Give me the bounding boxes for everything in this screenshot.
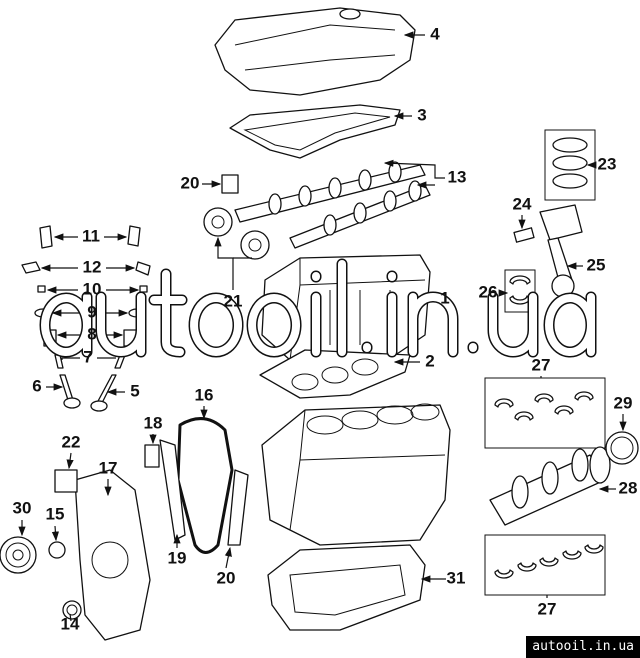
callout-25: 25 [587, 255, 606, 274]
oil-pan [267, 544, 426, 631]
crankshaft [489, 446, 611, 526]
chain-guide [227, 469, 249, 546]
callout-14: 14 [61, 614, 80, 633]
callout-5: 5 [130, 381, 139, 400]
callout-11: 11 [82, 226, 100, 245]
crankshaft-rear-seal [605, 431, 639, 465]
callout-23: 23 [598, 154, 617, 173]
crank-sprocket [48, 541, 66, 559]
piston-rings [544, 129, 596, 201]
callout-3: 3 [417, 105, 426, 124]
chain-tensioner-guide [159, 439, 186, 541]
callout-18: 18 [144, 413, 163, 432]
callout-31: 31 [447, 568, 466, 587]
callout-21: 21 [224, 291, 243, 310]
main-bearings-lower [484, 534, 606, 596]
callout-10: 10 [83, 279, 102, 298]
oil-pump-solenoid [54, 469, 78, 493]
chain-tensioner [144, 444, 160, 468]
callout-1: 1 [440, 288, 449, 307]
callout-20-lower: 20 [217, 568, 236, 587]
callout-4: 4 [430, 24, 440, 43]
timing-cover [74, 469, 151, 641]
callout-numbers: 4 3 13 23 20 24 25 11 12 10 26 21 1 9 8 … [13, 24, 638, 633]
callout-20: 20 [181, 173, 200, 192]
callout-2: 2 [425, 351, 434, 370]
callout-27-upper: 27 [532, 355, 551, 374]
camshaft-position-sensor [221, 174, 239, 194]
site-footer-watermark: autooil.in.ua [526, 636, 640, 658]
callout-24: 24 [513, 194, 532, 213]
timing-chain [176, 417, 234, 554]
callout-13: 13 [448, 167, 467, 186]
callout-26: 26 [479, 282, 498, 301]
callout-8: 8 [87, 324, 96, 343]
camshafts [234, 161, 431, 249]
valve-cover-gasket [229, 104, 401, 159]
callout-29: 29 [614, 393, 633, 412]
head-gasket [259, 349, 411, 399]
engine-block [261, 403, 451, 546]
rod-bearings [504, 269, 536, 313]
callout-30: 30 [13, 498, 32, 517]
crankshaft-pulley [0, 536, 37, 574]
callout-27-lower: 27 [538, 599, 557, 618]
camshaft-actuators [203, 207, 270, 260]
callout-9: 9 [87, 302, 96, 321]
callout-16: 16 [195, 385, 214, 404]
callout-7: 7 [83, 347, 92, 366]
main-bearings-upper [484, 377, 606, 449]
valve-cover [214, 7, 416, 96]
callout-6: 6 [32, 376, 41, 395]
callout-12: 12 [83, 257, 102, 276]
front-crank-seal [62, 600, 82, 620]
callout-17: 17 [99, 458, 118, 477]
callout-19: 19 [168, 548, 187, 567]
callout-28: 28 [619, 478, 638, 497]
callout-15: 15 [46, 504, 65, 523]
piston-and-connecting-rod [513, 204, 583, 298]
callout-22: 22 [62, 432, 81, 451]
